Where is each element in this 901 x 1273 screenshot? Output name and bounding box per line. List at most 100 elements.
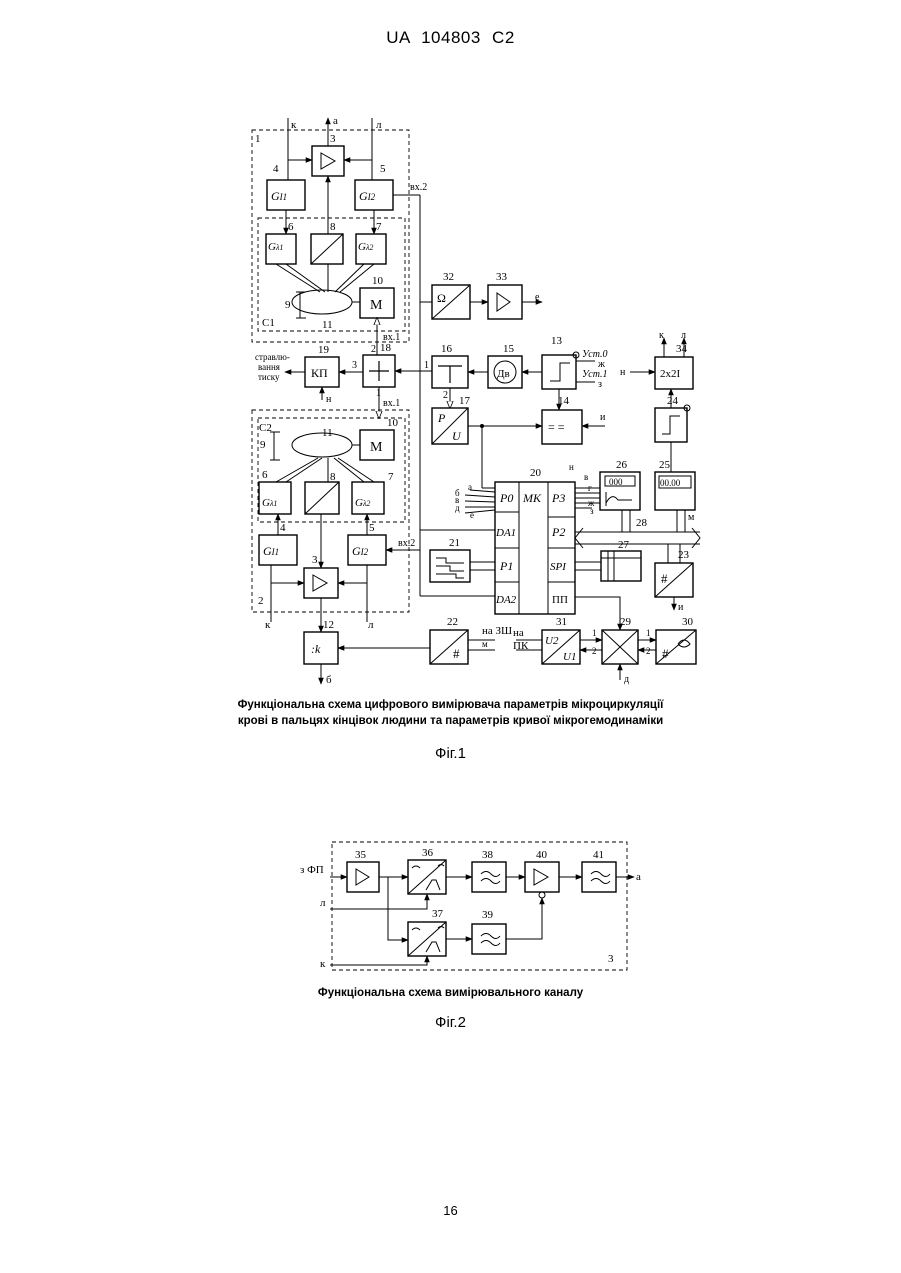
port-2: 2 bbox=[371, 344, 376, 355]
out-z-p3: з bbox=[590, 506, 594, 516]
label-11: 11 bbox=[322, 319, 333, 331]
port-16-1: 1 bbox=[424, 360, 429, 371]
label-12: 12 bbox=[323, 619, 334, 631]
label-18: 18 bbox=[380, 342, 392, 354]
block-40 bbox=[525, 862, 559, 892]
label-41: 41 bbox=[593, 849, 604, 861]
fig2-out-a: а bbox=[636, 871, 641, 883]
in-m-22: м bbox=[482, 639, 488, 649]
fig2-label: Фіг.2 bbox=[0, 1014, 901, 1031]
label-16: 16 bbox=[441, 343, 453, 355]
label-8-2: 8 bbox=[330, 471, 336, 483]
p2-label: P2 bbox=[551, 525, 565, 539]
fig1-caption-line1: Функціональна схема цифрового вимірювача… bbox=[0, 699, 901, 711]
in-d-29: д bbox=[624, 674, 629, 685]
port-3: 3 bbox=[352, 360, 357, 371]
fig2-caption: Функціональна схема вимірювального канал… bbox=[0, 987, 901, 999]
label-7: 7 bbox=[376, 221, 382, 233]
label-c2: C2 bbox=[259, 422, 272, 434]
block-39 bbox=[472, 924, 506, 954]
in-k: к bbox=[291, 119, 297, 131]
port-30-1: 1 bbox=[646, 628, 651, 638]
label-5: 5 bbox=[380, 163, 386, 175]
fig2-label-3: 3 bbox=[608, 953, 614, 965]
dv-label: Дв bbox=[497, 368, 510, 380]
fig2-in-l: л bbox=[320, 897, 326, 909]
label-37: 37 bbox=[432, 908, 444, 920]
label-7-2: 7 bbox=[388, 471, 394, 483]
hash-23: # bbox=[661, 571, 668, 586]
in-l-2: л bbox=[368, 619, 374, 631]
pu-p: P bbox=[437, 411, 446, 425]
kp-label: КП bbox=[311, 366, 328, 380]
p3-label: P3 bbox=[551, 491, 565, 505]
label-13: 13 bbox=[551, 335, 563, 347]
gi1-label: GI1 bbox=[271, 189, 287, 203]
hash-22: # bbox=[453, 646, 460, 661]
block-3-amplifier-2 bbox=[304, 568, 338, 598]
label-34: 34 bbox=[676, 343, 688, 355]
in-d-p0: д bbox=[455, 503, 460, 513]
label-17: 17 bbox=[459, 395, 471, 407]
label-6-2: 6 bbox=[262, 469, 268, 481]
in-e-p0: е bbox=[470, 510, 474, 520]
fig1-label: Фіг.1 bbox=[0, 745, 901, 762]
label-strav3: тиску bbox=[258, 372, 280, 382]
label-3: 3 bbox=[330, 133, 336, 145]
label-35: 35 bbox=[355, 849, 367, 861]
p0-label: P0 bbox=[499, 491, 513, 505]
gl1-label-2: Gλ1 bbox=[262, 497, 277, 509]
gi2-label-2: GI2 bbox=[352, 544, 369, 558]
label-32: 32 bbox=[443, 271, 454, 283]
label-24: 24 bbox=[667, 395, 679, 407]
out-m-28: м bbox=[688, 512, 695, 523]
label-module-1: 1 bbox=[255, 133, 261, 145]
label-28: 28 bbox=[636, 517, 648, 529]
out-e-33: е bbox=[535, 292, 540, 303]
label-4-2: 4 bbox=[280, 522, 286, 534]
in-l: л bbox=[376, 119, 382, 131]
da2-label: DA2 bbox=[495, 594, 517, 606]
port-30-2: 2 bbox=[646, 646, 651, 656]
da1-label: DA1 bbox=[495, 527, 516, 539]
block-38 bbox=[472, 862, 506, 892]
label-c1: C1 bbox=[262, 317, 275, 329]
label-38: 38 bbox=[482, 849, 494, 861]
in-k-2: к bbox=[265, 619, 271, 631]
in-n-kp: н bbox=[326, 394, 332, 405]
in-i-14: и bbox=[600, 412, 606, 423]
out-n-p3: н bbox=[569, 462, 574, 472]
label-31: 31 bbox=[556, 616, 567, 628]
label-40: 40 bbox=[536, 849, 548, 861]
port-16-2: 2 bbox=[443, 390, 448, 401]
in-z-13: з bbox=[598, 379, 602, 390]
pk-label: ПК bbox=[513, 640, 529, 652]
block-33 bbox=[488, 285, 522, 319]
spi-label: SPI bbox=[550, 561, 567, 573]
hash-30: # bbox=[662, 646, 669, 661]
u1-label: U1 bbox=[563, 651, 576, 663]
label-5-2: 5 bbox=[369, 522, 375, 534]
label-14: 14 bbox=[558, 395, 570, 407]
gi2-label: GI2 bbox=[359, 189, 376, 203]
page-number: 16 bbox=[0, 1203, 901, 1218]
block-3-amplifier bbox=[312, 146, 344, 176]
out-l-34: л bbox=[681, 330, 686, 341]
in-n-34: н bbox=[620, 367, 626, 378]
label-module-2: 2 bbox=[258, 595, 264, 607]
out-v-p3: в bbox=[584, 472, 588, 482]
na-zsh: на ЗШ bbox=[482, 625, 512, 637]
label-21: 21 bbox=[449, 537, 460, 549]
mk-label: МК bbox=[522, 491, 542, 505]
block-12-divider bbox=[304, 632, 338, 664]
in-vkh2-2: вх.2 bbox=[398, 538, 415, 549]
label-36: 36 bbox=[422, 847, 434, 859]
figure-2: 3 з ФП 35 36 38 40 41 а л 37 39 bbox=[300, 842, 641, 970]
out-k-34: к bbox=[659, 330, 664, 341]
label-8: 8 bbox=[330, 221, 336, 233]
p1-label: P1 bbox=[499, 559, 513, 573]
port-29-1: 1 bbox=[592, 628, 597, 638]
label-39: 39 bbox=[482, 909, 494, 921]
block-24 bbox=[655, 408, 687, 442]
